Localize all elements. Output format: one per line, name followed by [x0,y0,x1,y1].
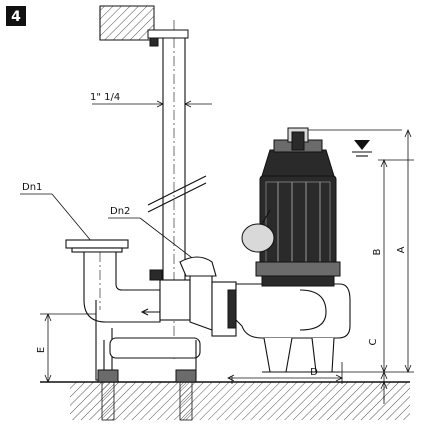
discharge-elbow [65,239,201,421]
discharge-pipe [147,20,207,360]
dim-b-label: B [372,248,383,255]
pipe-size-label: 1" 1/4 [90,92,120,103]
dimension-a: A [396,128,412,374]
dn1-callout: Dn1 [20,182,93,243]
ground-floor [40,381,410,420]
dimension-c: C [336,338,414,404]
dn1-label: Dn1 [22,182,42,193]
dim-a-label: A [396,246,407,253]
figure-number: 4 [11,9,21,25]
ceiling-block [99,5,155,41]
dim-d-label: D [310,367,318,378]
dim-e-label: E [36,347,47,353]
dn2-label: Dn2 [110,206,130,217]
dim-c-label: C [368,338,379,345]
dn2-callout: Dn2 [108,206,201,265]
dimension-d: D [227,362,343,384]
dimension-e: E [36,312,96,384]
submersible-pump [235,127,351,373]
figure-number-badge: 4 [6,6,26,26]
water-level-triangle-icon [308,129,402,157]
pipe-size-dimension: 1" 1/4 [90,92,212,110]
guide-coupling [140,256,237,337]
